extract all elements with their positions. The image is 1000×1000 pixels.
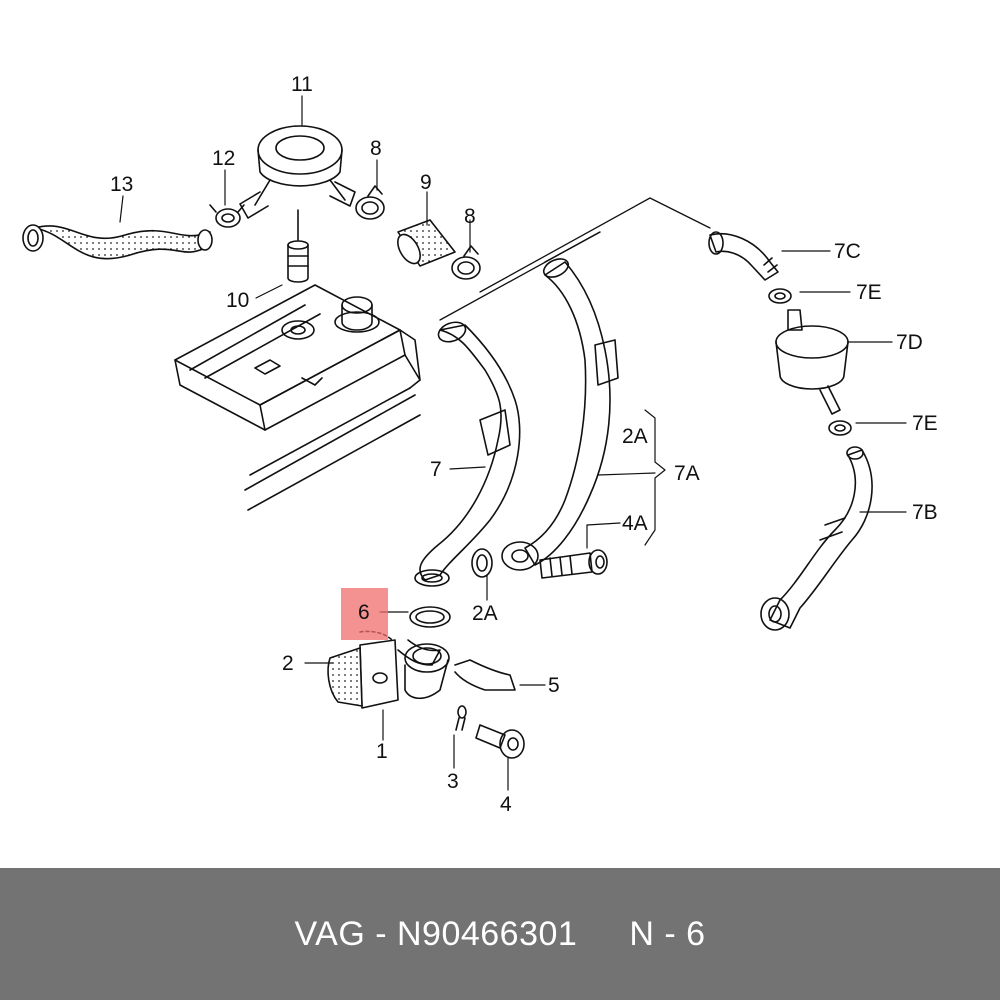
part-number-text: VAG - N90466301 bbox=[294, 914, 578, 953]
callout-11[interactable]: 11 bbox=[291, 73, 313, 96]
part-number-footer: VAG - N90466301 N - 6 bbox=[0, 868, 1000, 1000]
callout-2[interactable]: 2 bbox=[282, 652, 294, 675]
part-7d-filter bbox=[775, 309, 849, 415]
part-9-hose-piece bbox=[397, 219, 456, 267]
part-7-hose bbox=[414, 321, 521, 587]
callout-13[interactable]: 13 bbox=[110, 173, 134, 196]
part-5-retaining-clip bbox=[454, 659, 516, 691]
callout-3[interactable]: 3 bbox=[447, 770, 459, 793]
callout-12[interactable]: 12 bbox=[212, 147, 236, 170]
part-7e-lower-clip bbox=[828, 420, 852, 436]
part-7e-upper-clip bbox=[768, 288, 792, 304]
part-1-connection-elbow bbox=[359, 639, 450, 709]
callout-1[interactable]: 1 bbox=[376, 740, 388, 763]
callout-7b[interactable]: 7B bbox=[912, 501, 938, 524]
part-7a-hose bbox=[501, 258, 619, 571]
callout-7c[interactable]: 7C bbox=[834, 240, 861, 263]
callout-7[interactable]: 7 bbox=[430, 458, 442, 481]
callout-7e-lower[interactable]: 7E bbox=[912, 412, 938, 435]
part-10-connector bbox=[281, 209, 315, 340]
part-11-breather-valve bbox=[239, 125, 356, 219]
callout-7e-upper[interactable]: 7E bbox=[856, 281, 882, 304]
part-13-hose bbox=[22, 224, 213, 260]
part-12-hose-clip bbox=[209, 204, 245, 228]
part-7b-hose bbox=[760, 446, 873, 631]
exploded-parts-diagram bbox=[22, 95, 907, 791]
callout-7d[interactable]: 7D bbox=[896, 331, 923, 354]
part-8-upper-clamp bbox=[355, 185, 385, 220]
assembly-lines bbox=[439, 197, 711, 321]
callout-reference-text: N - 6 bbox=[629, 914, 706, 953]
callout-8-upper[interactable]: 8 bbox=[370, 137, 382, 160]
part-8-lower-clamp bbox=[451, 245, 481, 280]
callout-2a-lower[interactable]: 2A bbox=[472, 602, 498, 625]
part-4a-bolt bbox=[539, 549, 608, 579]
callout-7a[interactable]: 7A bbox=[674, 462, 700, 485]
callout-10[interactable]: 10 bbox=[226, 289, 250, 312]
callout-8-lower[interactable]: 8 bbox=[464, 205, 476, 228]
oil-filler-cap bbox=[334, 296, 380, 333]
part-4-bolt bbox=[475, 724, 525, 759]
callout-5[interactable]: 5 bbox=[548, 674, 560, 697]
part-2-gasket bbox=[327, 647, 363, 707]
callout-4[interactable]: 4 bbox=[500, 793, 512, 816]
part-6-o-ring bbox=[409, 606, 451, 628]
part-7c-elbow bbox=[708, 231, 779, 281]
engine-block bbox=[174, 284, 421, 511]
part-3-screw bbox=[455, 705, 467, 731]
callout-4a[interactable]: 4A bbox=[622, 512, 648, 535]
highlighted-part-marker bbox=[341, 588, 388, 640]
callout-6[interactable]: 6 bbox=[358, 601, 370, 624]
callout-2a-upper[interactable]: 2A bbox=[622, 425, 648, 448]
callout-9[interactable]: 9 bbox=[420, 171, 432, 194]
part-2a-washer bbox=[471, 548, 493, 578]
